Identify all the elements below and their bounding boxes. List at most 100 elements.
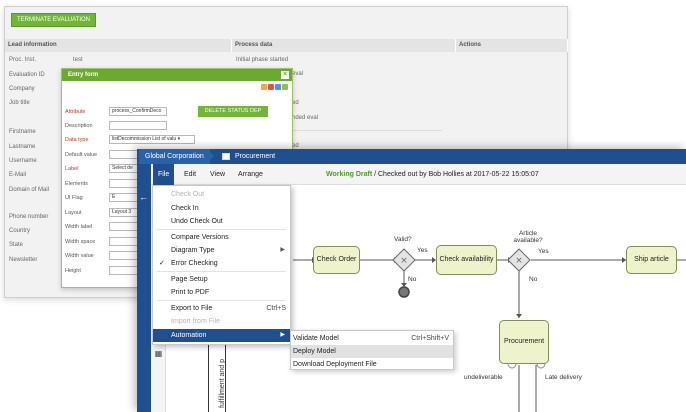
menu-item-diagram-type[interactable]: Diagram Type ▶ xyxy=(153,244,290,257)
save-icon[interactable] xyxy=(275,84,281,90)
field-label: Newsletter xyxy=(9,257,38,263)
svg-text:×: × xyxy=(515,256,523,266)
ef-label-width-value: Width value xyxy=(65,253,94,259)
shortcut-label: Ctrl+Shift+V xyxy=(411,335,449,342)
checkout-status: Working Draft / Checked out by Bob Holli… xyxy=(326,164,539,185)
section-header-process: Process data xyxy=(232,39,456,52)
svg-text:×: × xyxy=(400,256,408,266)
diagram-icon xyxy=(222,153,230,160)
swimlane-header xyxy=(208,318,226,412)
process-item: ed xyxy=(292,100,299,106)
menu-arrange[interactable]: Arrange xyxy=(238,171,263,178)
breadcrumb: Global Corporation Procurement xyxy=(137,149,686,164)
menu-item-automation[interactable]: Automation ▶ xyxy=(153,329,290,342)
swimlane-label: fulfillment and p xyxy=(219,358,226,408)
breadcrumb-current[interactable]: Procurement xyxy=(235,153,276,160)
menu-item-import-file: Import from File xyxy=(171,318,221,325)
delete-icon[interactable] xyxy=(268,84,274,90)
field-value: test xyxy=(73,57,83,63)
menu-item-check-out: Check Out xyxy=(171,191,205,198)
working-draft-label: Working Draft xyxy=(326,171,373,178)
menu-item-label: Diagram Type xyxy=(171,247,215,254)
ef-label-ui-flag: UI Flag xyxy=(65,195,83,201)
flow-label-no: No xyxy=(408,276,417,283)
flow-label-no: No xyxy=(529,276,538,283)
menu-view[interactable]: View xyxy=(210,171,226,178)
field-label: Country xyxy=(9,228,31,234)
delete-status-button[interactable]: DELETE STATUS DEP xyxy=(198,106,268,117)
edit-icon[interactable] xyxy=(261,84,267,90)
chevron-right-icon: ▶ xyxy=(280,247,285,253)
menu-file[interactable]: File xyxy=(153,164,175,185)
menu-item-label: Validate Model xyxy=(293,335,339,342)
field-label: Lastname xyxy=(9,144,36,150)
ef-label-width-space: Width space xyxy=(65,239,96,245)
attribute-input[interactable]: process_ConfirmDeco xyxy=(109,107,167,116)
file-menu: Check Out Check In Undo Check Out Compar… xyxy=(152,185,291,345)
description-input[interactable] xyxy=(109,121,167,130)
close-icon[interactable]: × xyxy=(281,71,289,79)
field-label: Job title xyxy=(9,100,30,106)
menu-item-validate-model[interactable]: Validate Model Ctrl+Shift+V xyxy=(291,332,453,345)
end-event xyxy=(398,286,410,298)
task-procurement[interactable]: Procurement xyxy=(499,320,549,364)
breadcrumb-root[interactable]: Global Corporation xyxy=(139,149,210,164)
terminate-evaluation-button[interactable]: TERMINATE EVALUATION xyxy=(11,13,97,27)
field-label: State xyxy=(9,242,24,248)
menu-edit[interactable]: Edit xyxy=(184,171,197,178)
event-label-late: Late delivery xyxy=(545,374,582,381)
menu-item-page-setup[interactable]: Page Setup xyxy=(171,276,208,283)
task-check-order[interactable]: Check Order xyxy=(313,246,360,274)
next-icon[interactable] xyxy=(282,84,288,90)
menu-item-download-deployment[interactable]: Download Deployment File xyxy=(293,361,377,368)
gateway-label-valid: Valid? xyxy=(394,236,412,243)
menu-separator xyxy=(157,300,286,301)
stack-icon[interactable]: ▦ xyxy=(154,349,163,358)
menu-item-print-pdf[interactable]: Print to PDF xyxy=(171,289,210,296)
menu-item-undo-check-out[interactable]: Undo Check Out xyxy=(171,218,223,225)
ef-label-layout: Layout xyxy=(65,210,82,216)
ef-label-description: Description xyxy=(65,123,93,129)
ef-label-height: Height xyxy=(65,268,81,274)
field-label: Evaluation ID xyxy=(9,72,45,78)
task-check-availability[interactable]: Check availability xyxy=(436,245,497,275)
breadcrumb-separator xyxy=(207,149,214,163)
process-item: eval xyxy=(292,71,304,77)
field-label: Phone number xyxy=(9,214,49,220)
menu-item-compare-versions[interactable]: Compare Versions xyxy=(171,234,229,241)
field-label: Proc. Inst. xyxy=(9,57,37,63)
divider xyxy=(292,130,442,131)
flow-label-yes: Yes xyxy=(538,248,549,255)
menu-item-deploy-model[interactable]: Deploy Model xyxy=(291,345,453,358)
menu-item-error-checking[interactable]: ✓ Error Checking xyxy=(153,257,290,270)
ef-label-label: Label xyxy=(65,166,79,172)
menu-item-export-file[interactable]: Export to File Ctrl+S xyxy=(153,302,290,315)
check-icon: ✓ xyxy=(159,260,165,267)
field-label: Firstname xyxy=(9,129,36,135)
flow-label-yes: Yes xyxy=(417,247,428,254)
section-header-lead: Lead information xyxy=(5,39,232,52)
gateway-label-available: Article available? xyxy=(513,230,543,244)
gateway-available xyxy=(507,248,531,272)
process-item: Initial phase started xyxy=(236,57,289,63)
entry-form-toolbar xyxy=(261,84,288,92)
ef-label-data-type: Data type xyxy=(65,137,89,143)
gateway-valid xyxy=(392,248,416,272)
entry-form-title: Entry form × xyxy=(62,69,292,81)
field-label: E-Mail xyxy=(9,172,27,178)
menu-separator xyxy=(157,229,286,230)
task-ship-article[interactable]: Ship article xyxy=(626,246,677,274)
menu-item-check-in[interactable]: Check In xyxy=(171,205,199,212)
chevron-right-icon: ▶ xyxy=(280,332,285,338)
back-button[interactable]: ← xyxy=(137,164,151,412)
data-type-select[interactable]: listDecommission List of valu ▾ xyxy=(109,135,195,144)
menu-item-label: Export to File xyxy=(171,305,213,312)
section-header-actions: Actions xyxy=(456,39,568,52)
ef-label-attribute: Attribute xyxy=(65,109,86,115)
menu-separator xyxy=(157,271,286,272)
event-label-undeliverable: undeliverable xyxy=(464,374,503,381)
checkout-info: / Checked out by Bob Hollies at 2017-05-… xyxy=(372,171,539,178)
field-label: Domain of Mail xyxy=(9,187,50,193)
process-item: nded eval xyxy=(292,115,319,121)
